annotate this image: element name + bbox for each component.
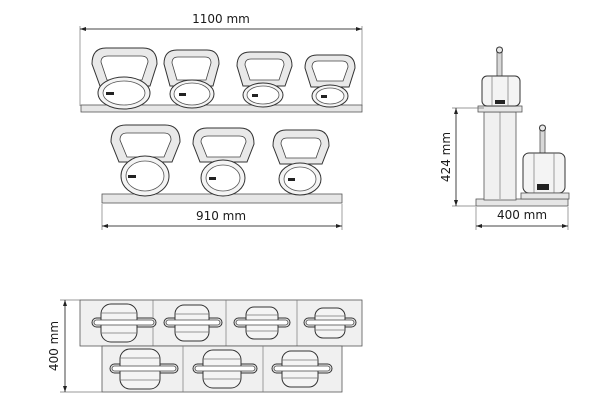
kettlebell-top [109, 348, 179, 390]
kettlebell-top [192, 349, 258, 389]
front-view: 1100 mm [79, 12, 363, 230]
dimension-side-width-label: 400 mm [497, 208, 547, 222]
dimension-side-height: 424 mm [439, 107, 484, 207]
dimension-plan-depth: 400 mm [47, 299, 102, 393]
kettlebell-top [271, 350, 333, 388]
kettlebell [272, 129, 330, 196]
dimension-front-bottom-label: 910 mm [196, 209, 246, 223]
kettlebell [236, 51, 293, 108]
dimension-front-bottom: 910 mm [101, 204, 343, 230]
kettlebell [192, 127, 255, 197]
kettlebell-top [303, 307, 357, 339]
kettlebell [91, 47, 158, 110]
side-view: 424 mm 400 mm [439, 46, 570, 230]
kettlebell-side [520, 124, 570, 200]
dimension-side-height-label: 424 mm [439, 132, 453, 182]
kettlebell [304, 54, 356, 108]
kettlebell-top [91, 303, 157, 343]
side-upper-tray [477, 105, 523, 113]
kettlebell [110, 124, 181, 197]
plan-view: 400 mm [47, 299, 363, 393]
dimension-front-top-label: 1100 mm [192, 12, 250, 26]
dimension-front-top: 1100 mm [79, 12, 363, 106]
upper-shelf [80, 104, 363, 113]
kettlebell-top [233, 306, 291, 340]
dimension-plan-depth-label: 400 mm [47, 321, 61, 371]
kettlebell [163, 49, 220, 109]
kettlebell-top [163, 304, 223, 342]
kettlebell-side [481, 46, 521, 107]
dimension-side-width: 400 mm [475, 207, 569, 230]
